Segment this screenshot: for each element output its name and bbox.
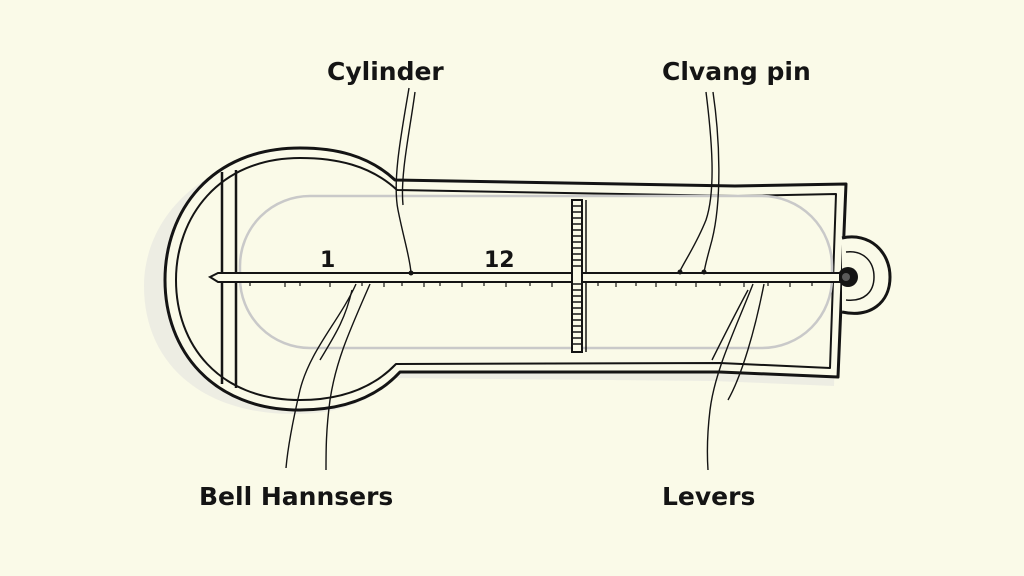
shaft-right	[581, 272, 841, 283]
leader-cylinder-dot	[408, 270, 414, 276]
leader-clvang-dot-1	[677, 269, 683, 275]
shaft-marker-12: 12	[484, 248, 515, 273]
leader-bell-hammers	[285, 283, 371, 471]
body-inner-outline	[175, 157, 837, 401]
shaft-marker-1: 1	[320, 248, 336, 273]
end-bearing-hole	[842, 273, 850, 281]
label-bell-hammers: Bell Hannsers	[199, 482, 394, 511]
gear-teeth	[572, 205, 582, 345]
label-cylinder: Cylinder	[327, 57, 444, 86]
leader-levers	[706, 283, 765, 471]
label-clvang-pin: Clvang pin	[662, 57, 811, 86]
leader-clvang-dot-2	[701, 269, 707, 275]
leader-clvang	[678, 91, 720, 274]
end-lug	[841, 235, 892, 315]
shaft-left	[207, 272, 573, 283]
leader-cylinder	[395, 87, 416, 274]
end-lug-inner	[845, 251, 875, 301]
label-levers: Levers	[662, 482, 756, 511]
shaft-pins	[249, 282, 813, 287]
center-divider	[571, 199, 583, 353]
